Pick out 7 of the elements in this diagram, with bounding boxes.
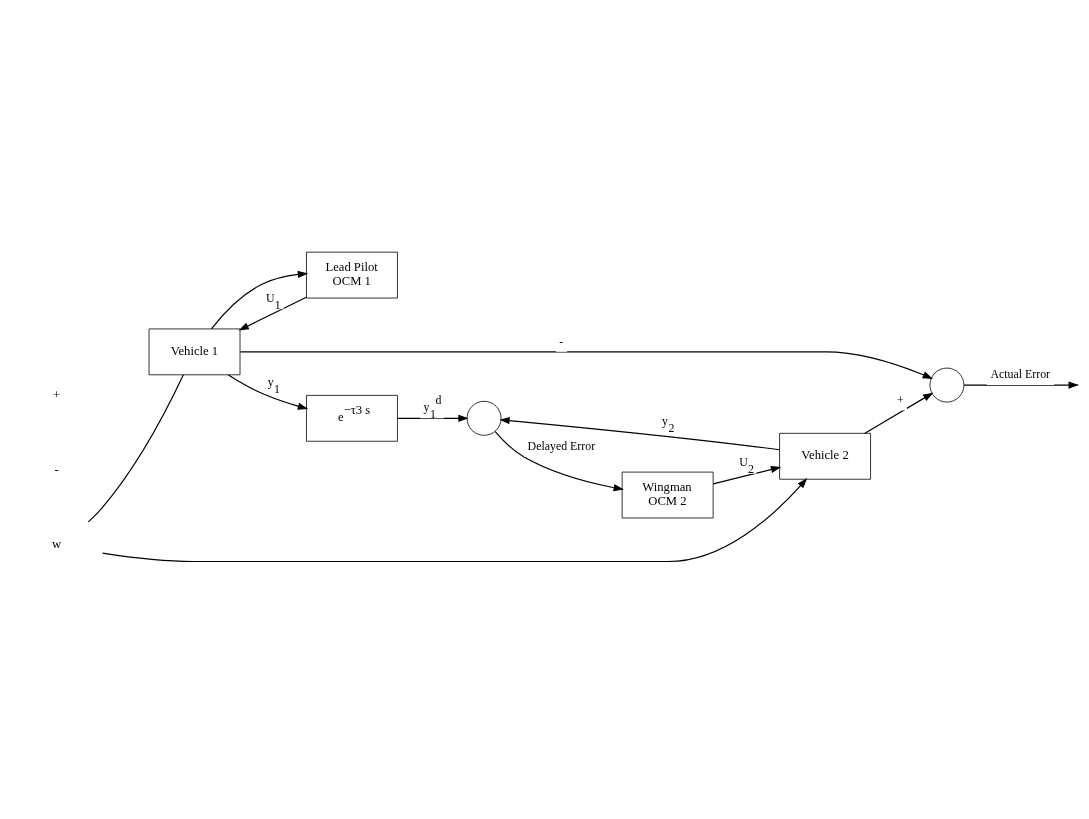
edge-label: - bbox=[559, 333, 564, 348]
node-text: w bbox=[52, 536, 62, 551]
edge-label: Actual Error bbox=[990, 366, 1051, 381]
edge-label: + bbox=[897, 392, 904, 407]
edge-label: Delayed Error bbox=[527, 438, 596, 453]
label: - bbox=[54, 462, 59, 477]
label: + bbox=[52, 387, 61, 402]
